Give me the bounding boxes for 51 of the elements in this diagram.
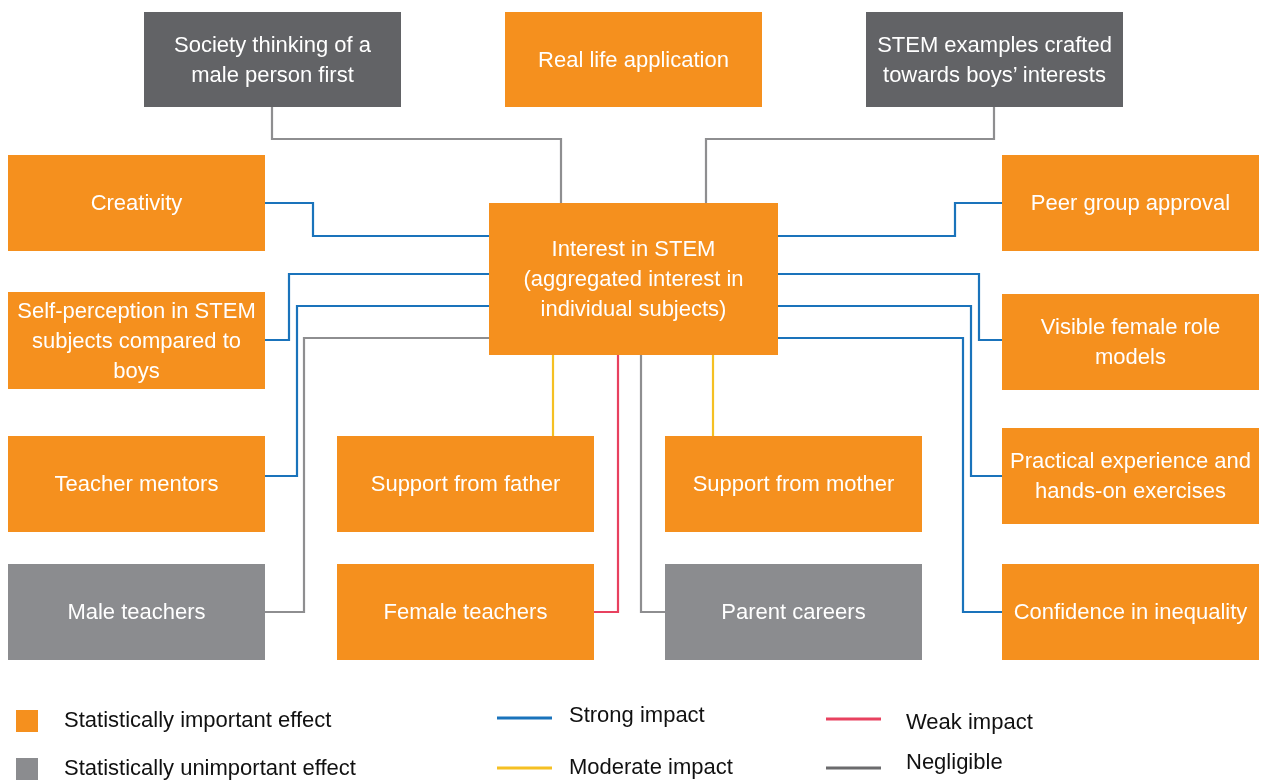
box-label: Visible female role models (1039, 313, 1222, 371)
factor-box (8, 564, 265, 660)
factor-box (144, 12, 401, 107)
connector-line (594, 355, 620, 614)
connector-line (778, 272, 1002, 342)
connector-line (265, 336, 489, 614)
box-label: Parent careers (721, 598, 866, 626)
box-label: STEM examples crafted towards boys’ interests (876, 30, 1113, 89)
connector-line (270, 107, 563, 203)
box-label: Confidence in inequality (1013, 598, 1248, 626)
connector-line (639, 355, 665, 614)
factor-box (1002, 155, 1259, 251)
connector-line (778, 336, 1002, 614)
central-box (489, 203, 778, 355)
legend-label: Negligible (906, 749, 1003, 775)
connector-line (265, 201, 489, 238)
connector-line (778, 304, 1002, 478)
factor-box (337, 564, 594, 660)
factor-box (1002, 564, 1259, 660)
box-label: Male teachers (67, 598, 206, 626)
factor-box (665, 564, 922, 660)
box-label: Interest in STEM (aggregated interest in individual subjects) (522, 235, 745, 323)
factor-box (866, 12, 1123, 107)
box-label: Creativity (90, 189, 183, 217)
box-label: Female teachers (383, 598, 548, 626)
factor-box (1002, 428, 1259, 524)
legend-label: Statistically important effect (64, 707, 332, 733)
factor-box (665, 436, 922, 532)
connector-line (551, 355, 555, 436)
box-label: Teacher mentors (54, 470, 219, 498)
connector-line (265, 272, 489, 342)
connector-line (265, 304, 489, 478)
factor-box (8, 155, 265, 251)
box-label: Self-perception in STEM subjects compared to boys (16, 296, 257, 385)
box-label: Real life application (538, 45, 729, 74)
factor-box (8, 436, 265, 532)
factor-box (1002, 294, 1259, 390)
factor-box (505, 12, 762, 107)
connector-line (711, 355, 715, 436)
legend-label: Weak impact (906, 709, 1033, 735)
legend-label: Statistically unimportant effect (64, 755, 356, 781)
box-label: Practical experience and hands-on exercises (1010, 447, 1251, 505)
connector-line (778, 201, 1002, 238)
legend-label: Moderate impact (569, 754, 733, 780)
factor-box (337, 436, 594, 532)
box-label: Society thinking of a male person first (173, 30, 372, 89)
box-label: Support from father (370, 470, 561, 498)
box-label: Peer group approval (1030, 189, 1231, 217)
connector-line (704, 107, 996, 203)
box-label: Support from mother (692, 470, 895, 498)
legend-label: Strong impact (569, 702, 705, 728)
